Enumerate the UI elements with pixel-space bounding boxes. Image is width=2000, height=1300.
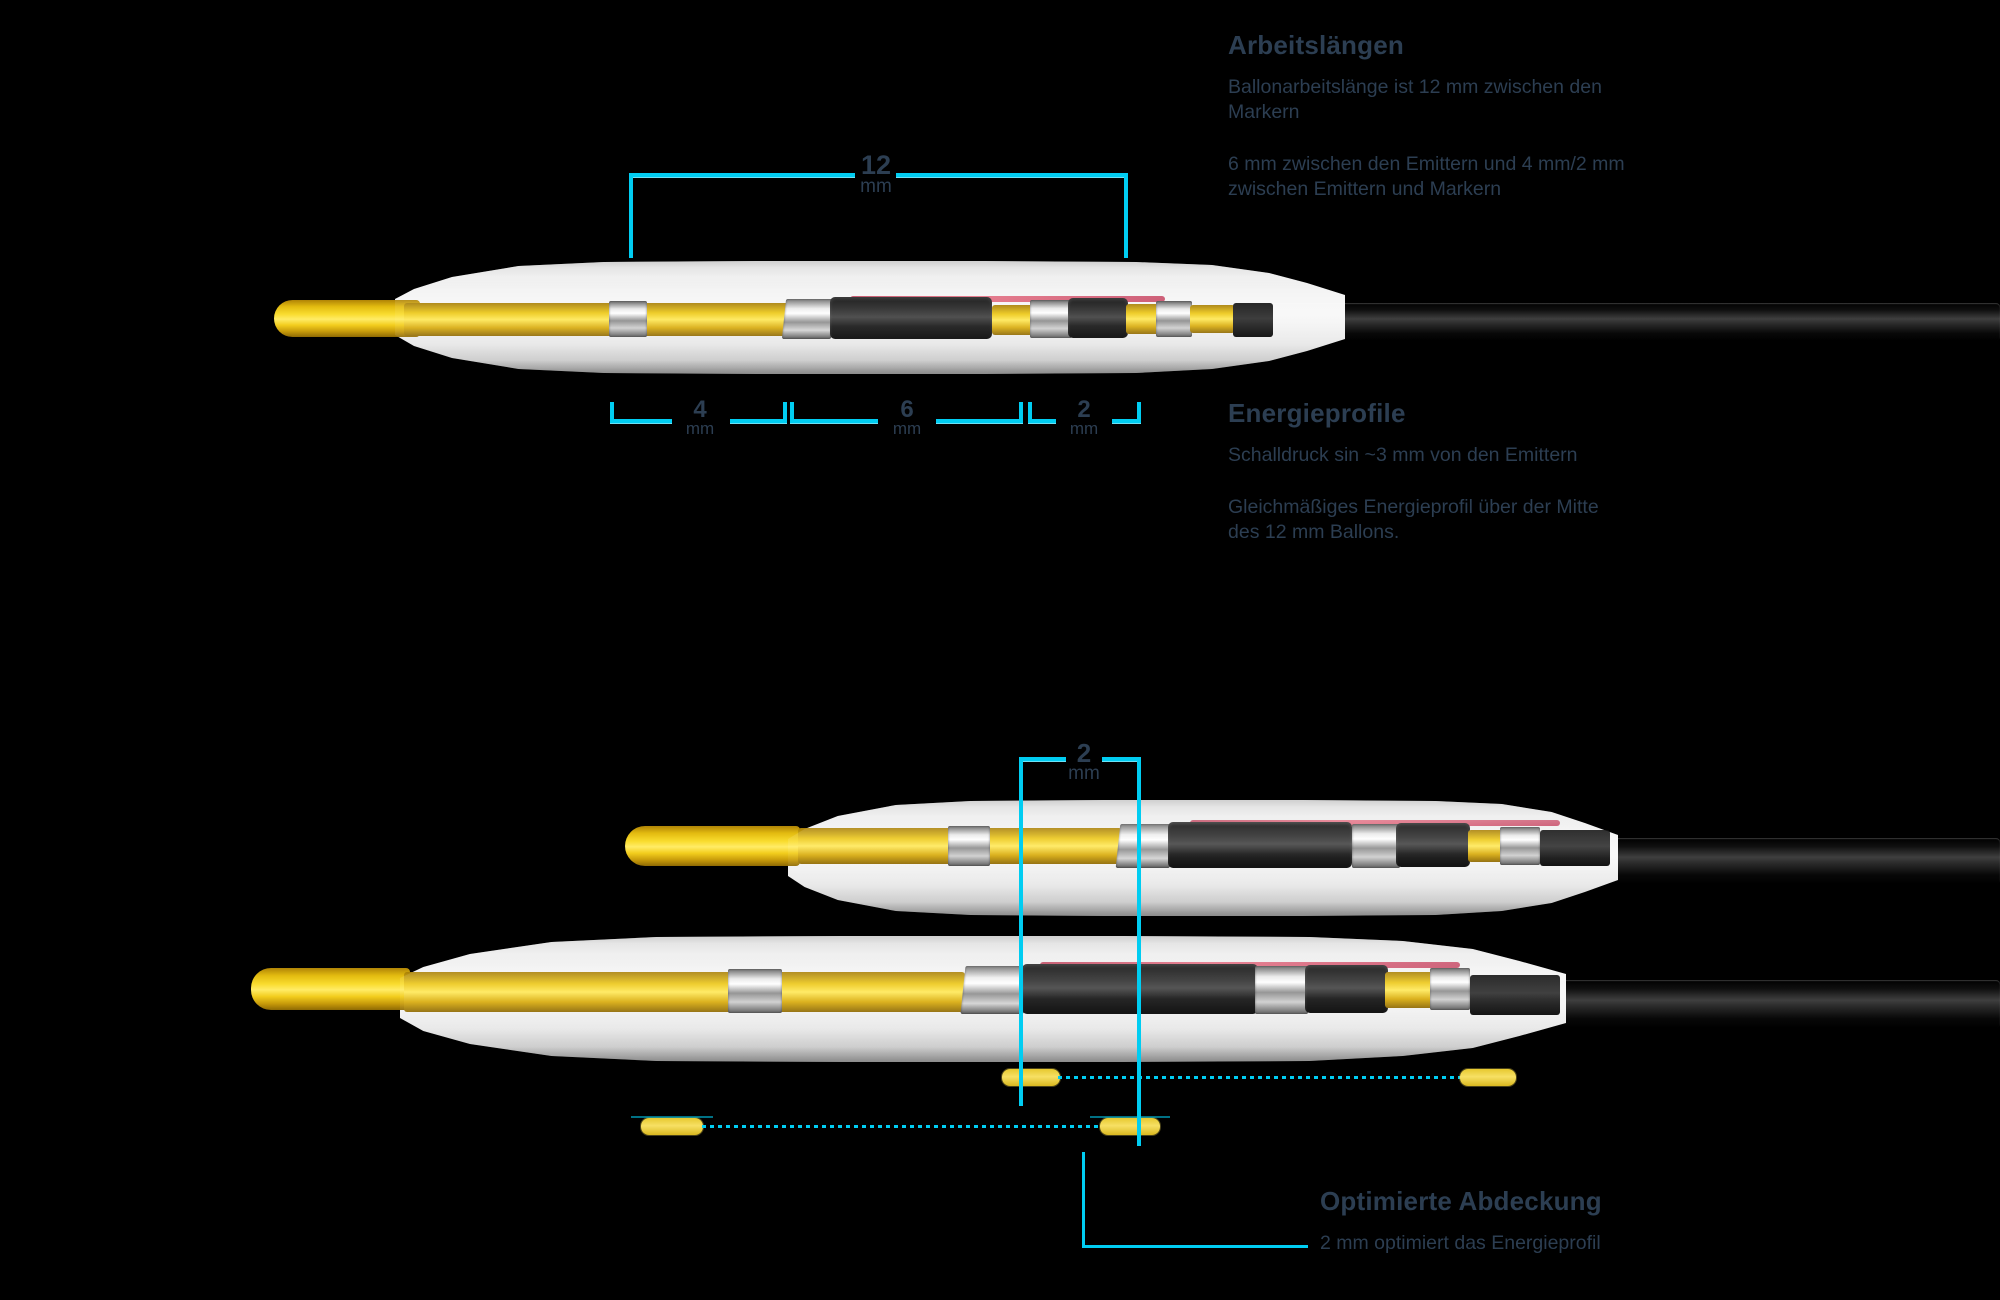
- label-offset-2mm: 2 mm: [1068, 740, 1100, 784]
- measure-unit: mm: [860, 176, 892, 197]
- bracket-leg: [1019, 402, 1023, 423]
- emitter-two: [1068, 298, 1128, 338]
- emitter-marker-pill: [1090, 1116, 1170, 1135]
- label-2mm: 2 mm: [1070, 398, 1098, 438]
- marker-band-distal: [1430, 968, 1470, 1010]
- measure-value: 4: [693, 396, 707, 423]
- arbeitslaengen-para1: Ballonarbeitslänge ist 12 mm zwischen de…: [1228, 76, 1602, 123]
- energieprofile-block: Energieprofile Schalldruck sin ~3 mm von…: [1228, 398, 1628, 572]
- connector-rod: [992, 305, 1034, 335]
- bracket-line: [1019, 757, 1066, 762]
- mid-band: [1255, 966, 1308, 1014]
- emitter-marker-pill: [1002, 1069, 1060, 1086]
- balloon-tip: [625, 826, 800, 866]
- label-6mm: 6 mm: [893, 398, 921, 438]
- arbeitslaengen-heading: Arbeitslängen: [1228, 30, 1404, 60]
- shaft-transition: [1233, 303, 1273, 337]
- balloon-tip: [251, 968, 410, 1010]
- marker-band-proximal: [948, 826, 990, 866]
- catheter-shaft: [1540, 980, 2000, 1028]
- shaft-transition: [1540, 830, 1610, 866]
- marker-band-distal: [1500, 827, 1540, 865]
- shaft-transition: [1470, 975, 1560, 1015]
- bracket-line: [1102, 757, 1141, 762]
- bracket-leg: [1137, 402, 1141, 423]
- distal-rod-2: [1190, 305, 1235, 333]
- bracket-line: [610, 419, 672, 424]
- bracket-leg: [783, 402, 787, 423]
- marker-band-proximal: [609, 301, 647, 337]
- distal-rod: [1126, 304, 1160, 334]
- bracket-line: [936, 419, 1023, 424]
- emitter-two: [1305, 965, 1388, 1013]
- marker-band-distal: [1156, 301, 1192, 337]
- measure-value: 2: [1077, 396, 1091, 423]
- bracket-line: [790, 419, 878, 424]
- optimierte-abdeckung-heading: Optimierte Abdeckung: [1320, 1186, 1602, 1216]
- bracket-leg: [790, 402, 794, 423]
- marker-band-proximal: [728, 969, 782, 1013]
- bracket-leg: [1124, 173, 1128, 258]
- emitter-marker-pill: [1460, 1069, 1516, 1086]
- mid-band: [1352, 824, 1400, 868]
- measure-value: 2: [1076, 738, 1092, 768]
- connector-horizontal: [1082, 1245, 1308, 1248]
- energieprofile-heading: Energieprofile: [1228, 398, 1406, 428]
- bracket-line: [896, 173, 1128, 178]
- bracket-line: [730, 419, 787, 424]
- bracket-leg: [1028, 402, 1032, 423]
- arbeitslaengen-block: Arbeitslängen Ballonarbeitslänge ist 12 …: [1228, 30, 1628, 229]
- guidewire-rod: [404, 303, 796, 336]
- mid-band: [1030, 300, 1072, 338]
- emitter-cap: [1115, 824, 1175, 868]
- optimierte-abdeckung-para1: 2 mm optimiert das Energieprofil: [1320, 1232, 1601, 1254]
- energieprofile-para1: Schalldruck sin ~3 mm von den Emittern: [1228, 444, 1578, 466]
- measure-unit: mm: [892, 419, 922, 438]
- bracket-leg: [629, 173, 633, 258]
- guide-line-left: [1019, 757, 1023, 1106]
- balloon-tip: [274, 300, 420, 337]
- measure-unit: mm: [1068, 763, 1100, 784]
- label-12mm: 12 mm: [860, 152, 892, 197]
- emitter-one: [1168, 822, 1352, 868]
- measure-unit: mm: [1069, 419, 1099, 438]
- measure-value: 6: [900, 396, 914, 423]
- measure-unit: mm: [685, 419, 715, 438]
- arbeitslaengen-para2: 6 mm zwischen den Emittern und 4 mm/2 mm…: [1228, 153, 1625, 200]
- guidewire-rod: [404, 972, 965, 1012]
- optimierte-abdeckung-block: Optimierte Abdeckung 2 mm optimiert das …: [1320, 1186, 1740, 1283]
- emitter-cap: [781, 299, 836, 339]
- energieprofile-para2: Gleichmäßiges Energieprofil über der Mit…: [1228, 496, 1599, 543]
- measure-value: 12: [860, 150, 892, 180]
- bracket-leg: [610, 402, 614, 423]
- bracket-line: [629, 173, 855, 178]
- bracket-line: [1112, 419, 1141, 424]
- emitter-span-dotted-line: [1058, 1076, 1462, 1079]
- emitter-one: [830, 297, 992, 339]
- emitter-marker-pill: [631, 1116, 713, 1135]
- label-4mm: 4 mm: [686, 398, 714, 438]
- catheter-shaft: [1610, 838, 2000, 884]
- guide-line-right: [1137, 757, 1141, 1146]
- emitter-two: [1396, 823, 1470, 867]
- emitter-span-dotted-line: [702, 1125, 1100, 1128]
- catheter-shaft: [1262, 303, 2000, 341]
- connector-vertical: [1082, 1152, 1085, 1248]
- bracket-line: [1028, 419, 1056, 424]
